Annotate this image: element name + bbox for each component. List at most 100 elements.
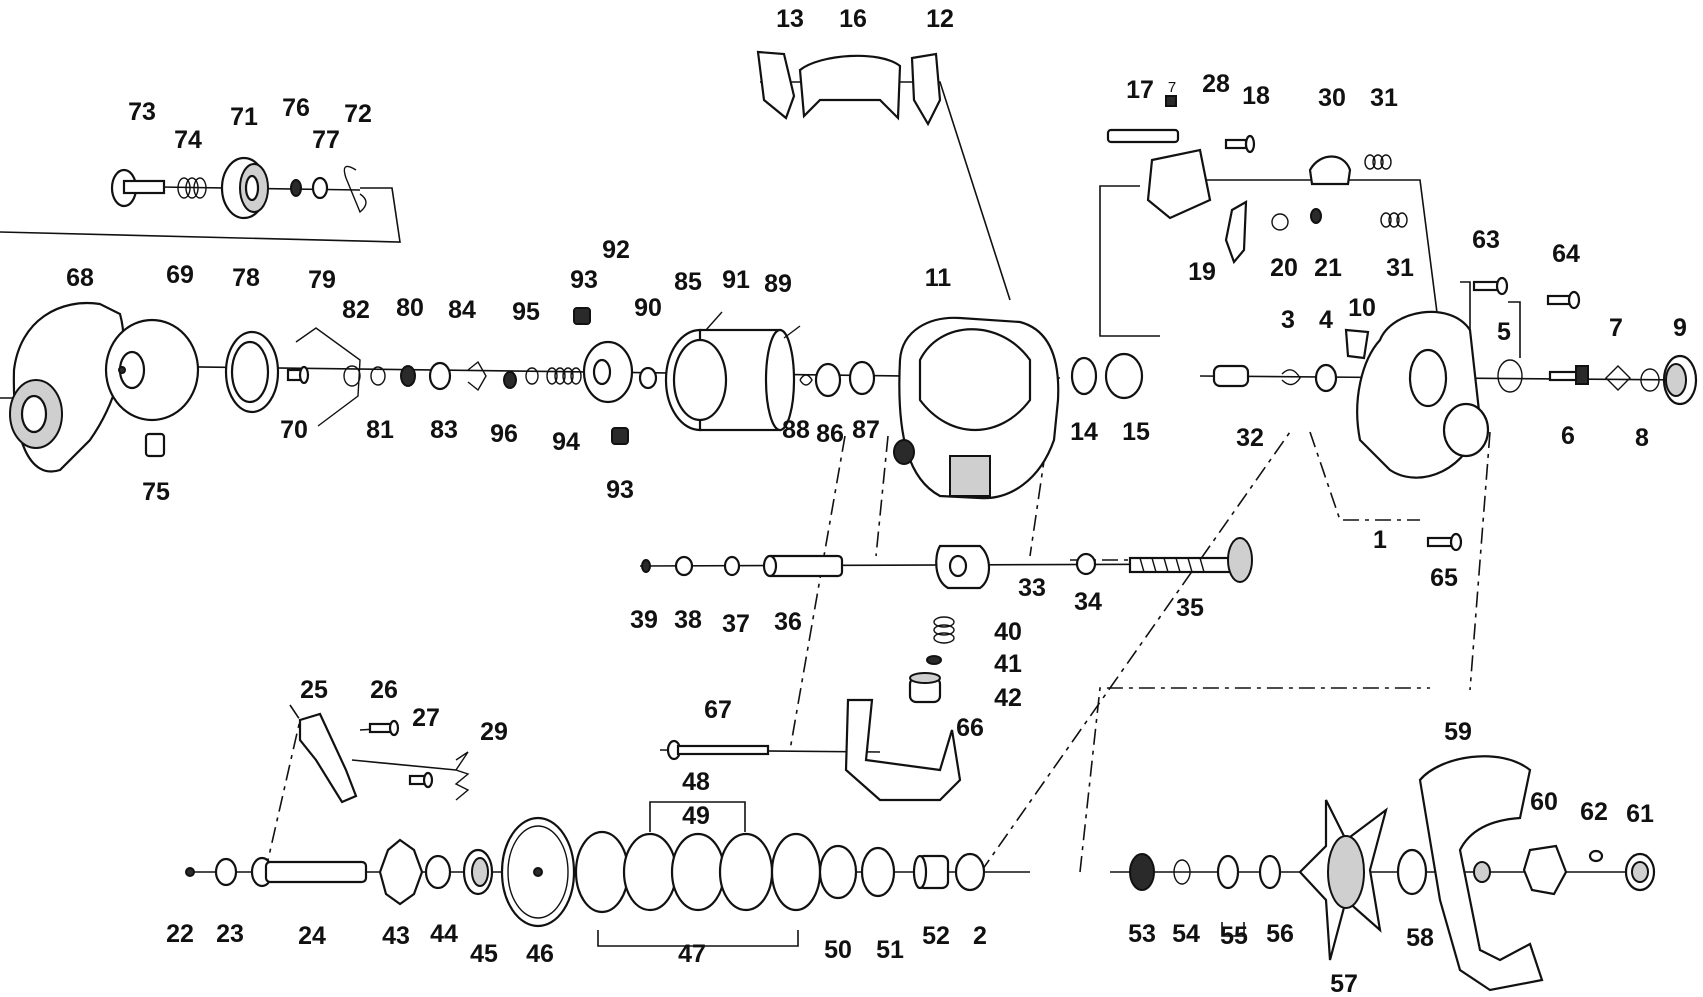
callout-90: 90 xyxy=(634,294,662,322)
callout-69: 69 xyxy=(166,261,194,289)
part-24-main-shaft xyxy=(250,856,368,888)
part-30-pawl xyxy=(1308,155,1352,186)
part-15-collar xyxy=(1104,352,1144,400)
callout-32: 32 xyxy=(1236,424,1264,452)
part-51-washer xyxy=(860,846,896,898)
callout-20: 20 xyxy=(1270,254,1298,282)
callout-7: 7 xyxy=(1609,314,1623,342)
callout-15: 15 xyxy=(1122,418,1150,446)
part-9-nut xyxy=(1662,354,1698,406)
part-79-plate xyxy=(295,327,361,427)
part-32-pinion xyxy=(1212,364,1250,388)
part-46-drive-gear xyxy=(500,816,576,928)
part-39-ring xyxy=(641,559,651,573)
part-72-clip xyxy=(343,165,367,214)
part-61-handle-nut xyxy=(1624,852,1656,892)
part-83-bearing xyxy=(428,361,452,391)
part-73-screw xyxy=(110,168,166,208)
callout-46: 46 xyxy=(526,940,554,968)
callout-35: 35 xyxy=(1176,594,1204,622)
callout-52: 52 xyxy=(922,922,950,950)
callout-34: 34 xyxy=(1074,588,1102,616)
part-49-drag-washer-a xyxy=(622,832,678,912)
part-55-washer-pair xyxy=(1216,854,1240,890)
callout-76: 76 xyxy=(282,94,310,122)
part-8-washer xyxy=(1640,368,1660,392)
callout-75: 75 xyxy=(142,478,170,506)
part-42-cap xyxy=(908,672,942,704)
callout-47: 47 xyxy=(678,940,706,968)
callout-38: 38 xyxy=(674,606,702,634)
callout-93-top: 93 xyxy=(570,266,598,294)
callout-31-bottom: 31 xyxy=(1386,254,1414,282)
callout-36: 36 xyxy=(774,608,802,636)
callout-50: 50 xyxy=(824,936,852,964)
part-95-washer xyxy=(525,367,539,385)
callout-37: 37 xyxy=(722,610,750,638)
part-31-spring-top xyxy=(1364,154,1392,170)
callout-63: 63 xyxy=(1472,226,1500,254)
callout-39: 39 xyxy=(630,606,658,634)
part-33-pawl-housing xyxy=(935,544,991,590)
callout-58: 58 xyxy=(1406,924,1434,952)
callout-33: 33 xyxy=(1018,574,1046,602)
callout-40: 40 xyxy=(994,618,1022,646)
callout-24: 24 xyxy=(298,922,326,950)
part-5-washer xyxy=(1497,359,1523,393)
part-37-bushing xyxy=(723,555,741,577)
part-53-bearing xyxy=(1129,853,1155,891)
part-96-ring xyxy=(503,371,517,389)
callout-72: 72 xyxy=(344,100,372,128)
callout-74: 74 xyxy=(174,126,202,154)
callout-62: 62 xyxy=(1580,798,1608,826)
part-2-bearing xyxy=(954,852,986,892)
callout-28: 28 xyxy=(1202,70,1230,98)
part-4-bearing xyxy=(1314,363,1338,393)
callout-71: 71 xyxy=(230,103,258,131)
callout-45: 45 xyxy=(470,940,498,968)
part-22-pin xyxy=(185,867,195,877)
part-47-washer-b xyxy=(770,832,822,912)
part-60-retainer xyxy=(1522,844,1568,896)
callout-93-bottom: 93 xyxy=(606,476,634,504)
part-87-bushing xyxy=(848,360,876,396)
callout-85: 85 xyxy=(674,268,702,296)
callout-55: 55 xyxy=(1220,922,1248,950)
part-20-washer xyxy=(1271,213,1289,231)
part-56-washer xyxy=(1258,854,1282,890)
part-62-screw xyxy=(1588,849,1604,863)
callout-31-top: 31 xyxy=(1370,84,1398,112)
callout-92: 92 xyxy=(602,236,630,264)
callout-83: 83 xyxy=(430,416,458,444)
part-38-washer xyxy=(674,555,694,577)
part-45-gear xyxy=(462,848,494,896)
part-26-screw xyxy=(368,719,400,737)
callout-61: 61 xyxy=(1626,800,1654,828)
callout-84: 84 xyxy=(448,296,476,324)
part-86-bearing xyxy=(814,362,842,398)
part-93-brake-block-top xyxy=(573,307,591,325)
callout-2: 2 xyxy=(973,922,987,950)
part-52-bushing xyxy=(912,854,950,890)
part-36-tube xyxy=(762,554,844,578)
callout-70: 70 xyxy=(280,416,308,444)
callout-68: 68 xyxy=(66,264,94,292)
callout-89: 89 xyxy=(764,270,792,298)
part-58-nut xyxy=(1396,848,1428,896)
part-69-plate xyxy=(104,318,200,422)
callout-56: 56 xyxy=(1266,920,1294,948)
callout-11: 11 xyxy=(925,264,952,292)
callout-86: 86 xyxy=(816,420,844,448)
callout-64: 64 xyxy=(1552,240,1580,268)
part-23-bearing xyxy=(214,857,238,887)
part-67-shaft xyxy=(666,739,770,761)
callout-67: 67 xyxy=(704,696,732,724)
part-lever-assembly xyxy=(1146,148,1212,220)
callout-77: 77 xyxy=(312,126,340,154)
callout-51: 51 xyxy=(876,936,904,964)
part-40-spring xyxy=(933,616,955,644)
callout-91: 91 xyxy=(722,266,750,294)
callout-25: 25 xyxy=(300,676,328,704)
callout-44: 44 xyxy=(430,920,458,948)
callout-87: 87 xyxy=(852,416,880,444)
